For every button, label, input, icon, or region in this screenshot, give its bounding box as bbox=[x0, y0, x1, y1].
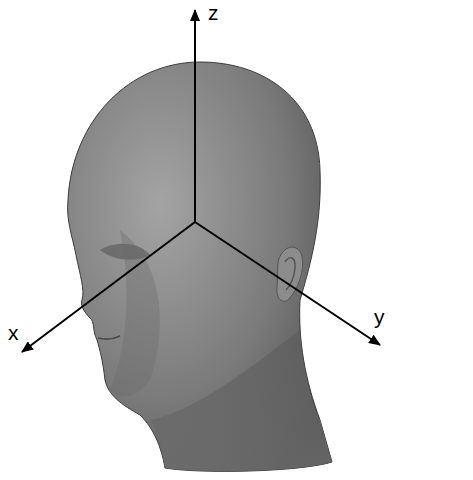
y-axis bbox=[195, 222, 380, 345]
axis-label: x bbox=[8, 322, 19, 343]
x-axis bbox=[22, 222, 195, 352]
neck-shade bbox=[150, 330, 332, 471]
axis-label: z bbox=[208, 2, 219, 23]
head-shape bbox=[68, 62, 332, 471]
z-axis bbox=[194, 10, 196, 222]
ear bbox=[277, 247, 303, 301]
axis-label: y bbox=[374, 306, 385, 327]
mouth-line bbox=[98, 336, 120, 339]
